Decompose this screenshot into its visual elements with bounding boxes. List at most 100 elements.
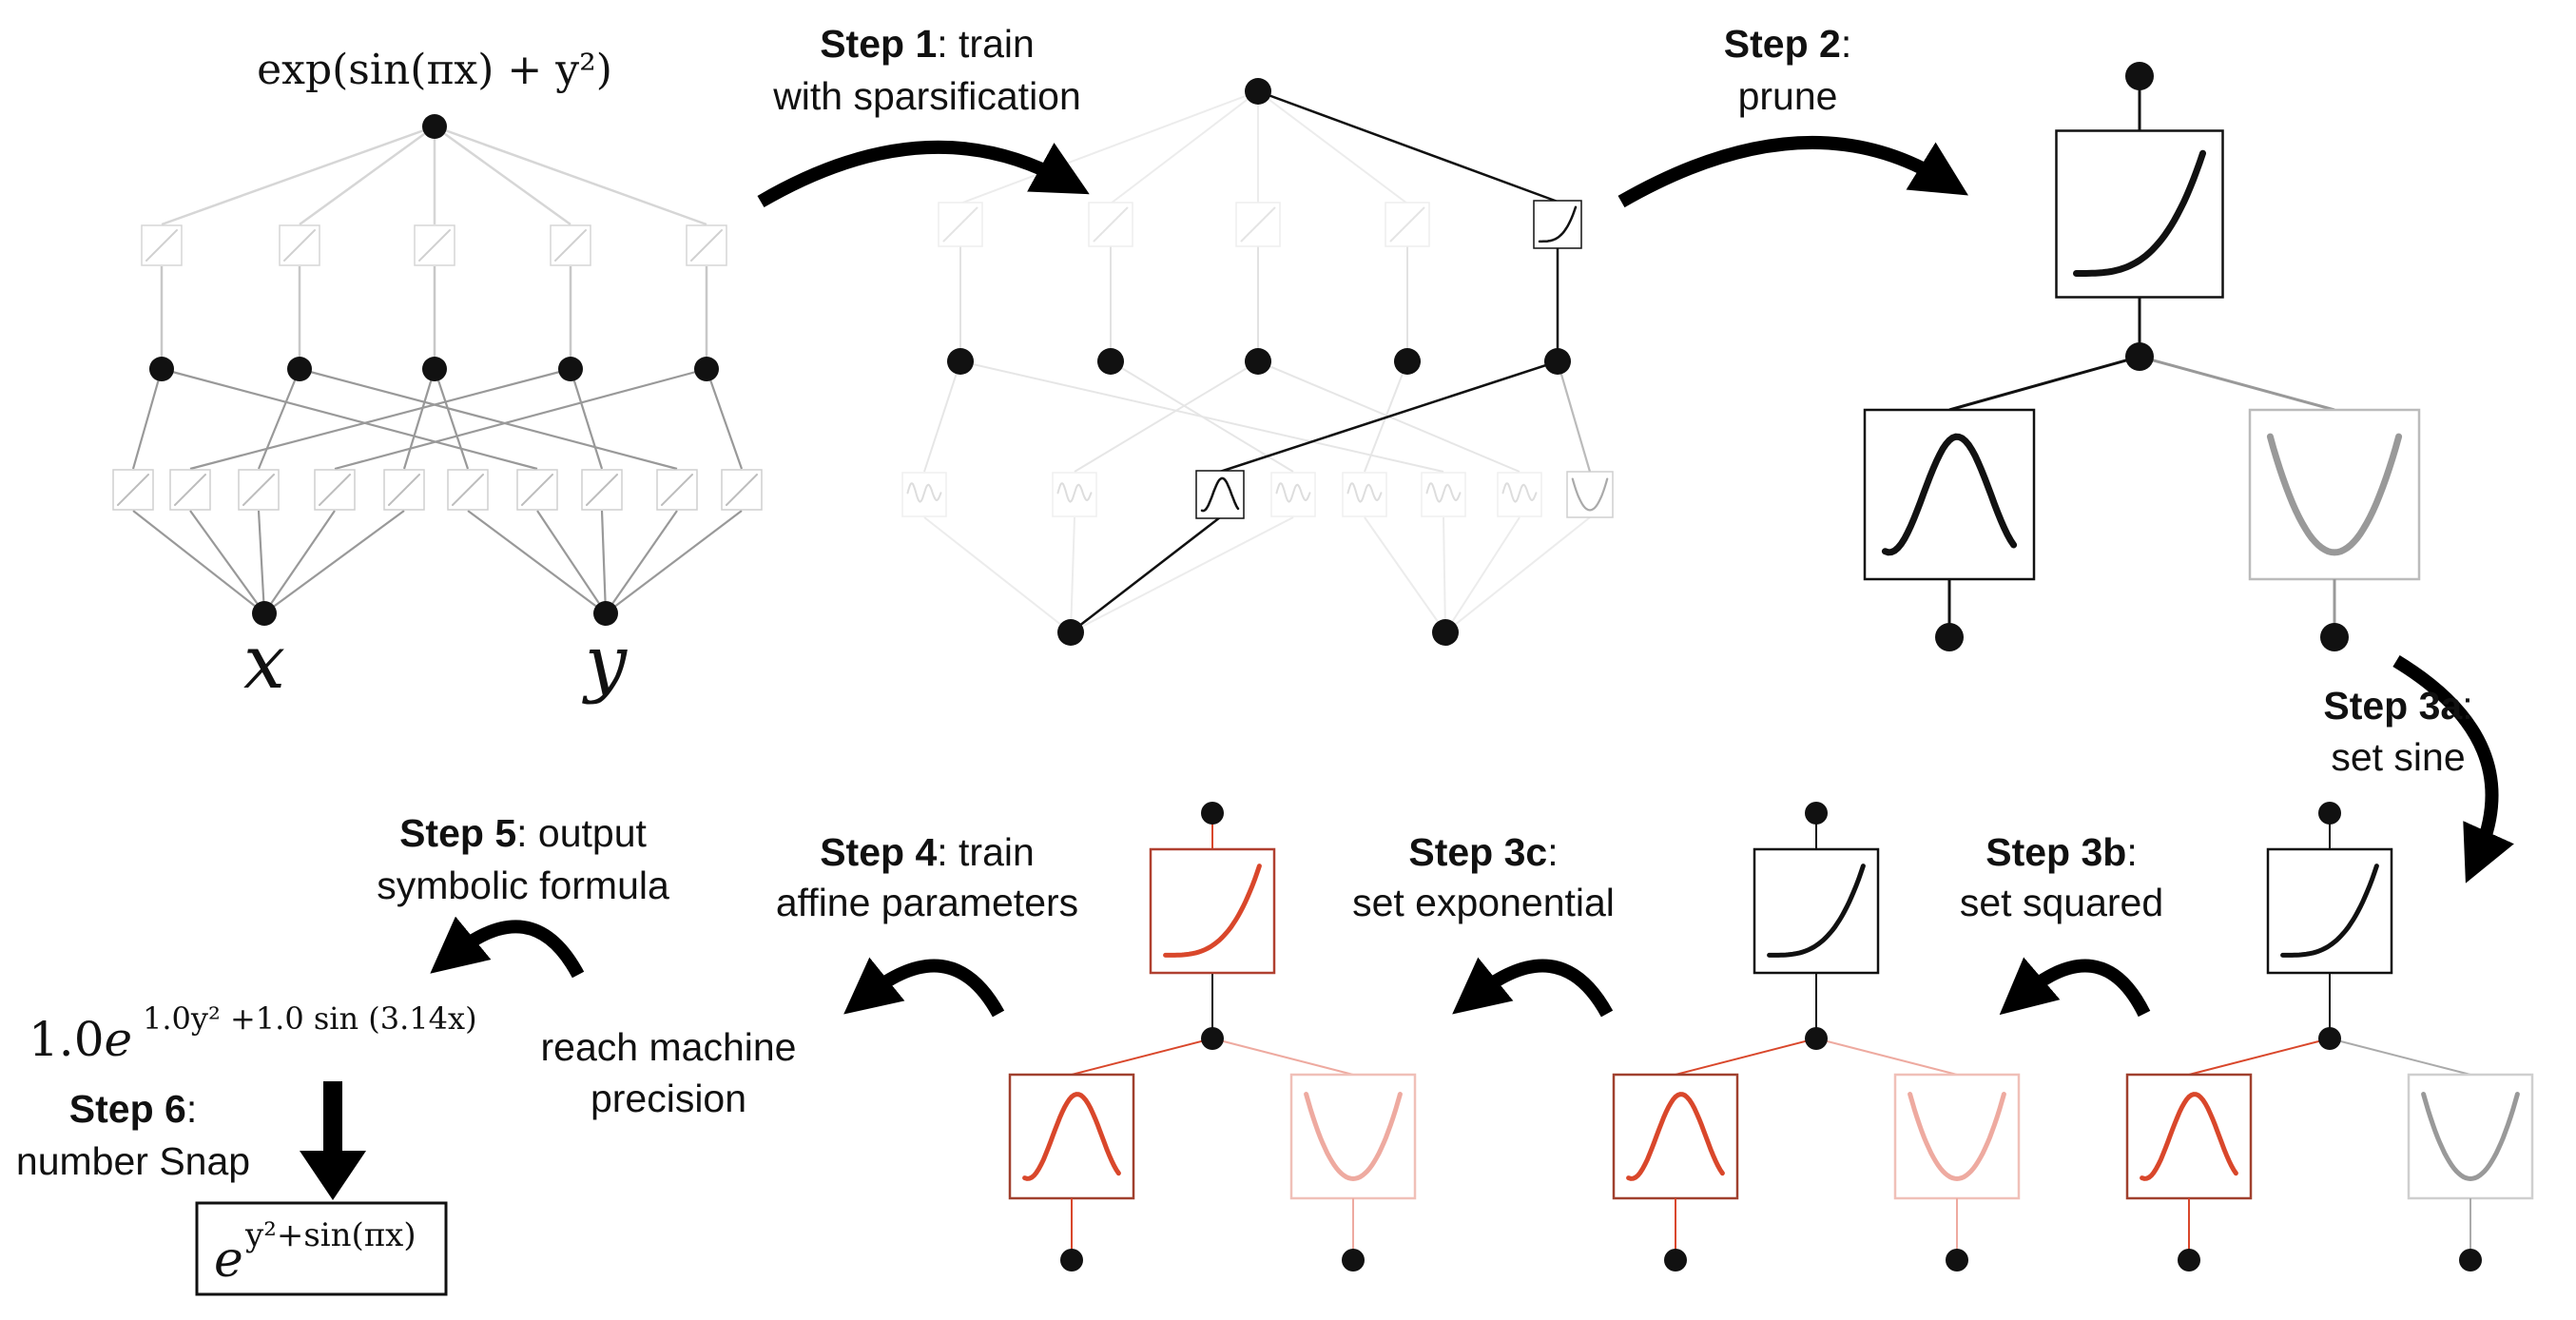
step2-title: Step 2 (1724, 22, 1841, 66)
edge (536, 510, 607, 614)
input-y-label: y (582, 620, 628, 706)
step3b-label: Step 3b: set squared (1960, 830, 2163, 924)
activation-frame (2266, 847, 2393, 975)
input-node (1060, 1249, 1083, 1271)
step3c-label: Step 3c: set exponential (1352, 830, 1615, 924)
hidden-node (558, 357, 583, 381)
input-node (593, 601, 618, 626)
hidden-node (1097, 348, 1124, 375)
input-node (1432, 619, 1459, 646)
network-set-exponential (1008, 802, 1417, 1271)
activation-box (1289, 1073, 1417, 1200)
arrow-step2 (1617, 135, 1968, 208)
step4-title: Step 4 (820, 830, 937, 874)
edge (434, 125, 707, 226)
activation-box (2055, 129, 2224, 299)
input-node (2178, 1249, 2200, 1271)
edge (959, 90, 1259, 204)
step3a-title: Step 3a (2323, 684, 2463, 728)
activation-box (1052, 472, 1097, 517)
edge (1070, 516, 1075, 633)
hidden-node (287, 357, 312, 381)
edge (1110, 90, 1259, 204)
activation-box (1893, 1073, 2021, 1200)
arrow-step3b (1999, 957, 2151, 1018)
hidden-node (2318, 1027, 2341, 1050)
edge (402, 368, 436, 470)
activation-box (2407, 1073, 2534, 1200)
activation-curve (1304, 1092, 1403, 1182)
step3c-title: Step 3c (1408, 830, 1547, 874)
activation-curve (1538, 205, 1578, 243)
arrow-step1 (757, 140, 1090, 208)
network-set-sine (2125, 802, 2534, 1271)
activation-curve (521, 474, 553, 506)
step3b-title-rest: : (2126, 830, 2137, 874)
edge (1364, 516, 1446, 633)
arrow-step3c (1452, 957, 1614, 1018)
activation-curve (452, 474, 484, 506)
activation-box (2266, 847, 2393, 975)
edge (923, 360, 961, 473)
activation-curve (2421, 1092, 2520, 1182)
edge (1948, 355, 2140, 412)
edge (299, 125, 436, 226)
svg-text:1.0e: 1.0e (29, 1012, 132, 1067)
pruned-kan-network (1863, 62, 2421, 651)
svg-text:Step 3c:: Step 3c: (1408, 830, 1558, 874)
step4-title-rest: : train (937, 830, 1035, 874)
arrow-step3a (2392, 655, 2514, 883)
step2-title-rest: : (1841, 22, 1851, 66)
edge (923, 516, 1072, 633)
activation-box (1385, 202, 1430, 247)
edge (257, 510, 266, 614)
step6-label: Step 6: number Snap (16, 1087, 250, 1183)
target-formula: exp(sin(πx) + y²) (257, 46, 612, 94)
activation-box (1149, 847, 1276, 975)
step5-label: Step 5: output symbolic formula (377, 811, 669, 907)
step5-title: Step 5 (399, 811, 516, 855)
step3a-desc: set sine (2331, 735, 2465, 779)
edge (189, 367, 571, 471)
step5-desc: symbolic formula (377, 864, 669, 907)
step1-desc: with sparsification (772, 74, 1081, 118)
input-node (1935, 623, 1964, 651)
final-formula-box (195, 1201, 448, 1296)
activation-box (721, 469, 763, 511)
arrow-step5 (430, 916, 585, 979)
activation-box (581, 469, 623, 511)
precision-line1: reach machine (541, 1025, 797, 1069)
step6-title-rest: : (186, 1087, 197, 1131)
edge (705, 368, 744, 470)
step2-desc: prune (1738, 74, 1838, 118)
hidden-node (694, 357, 719, 381)
activation-curve (554, 229, 587, 262)
activation-curve (388, 474, 420, 506)
hidden-node (1394, 348, 1421, 375)
edge (1675, 1038, 1817, 1076)
input-x-label: x (243, 620, 285, 706)
edge (600, 510, 608, 614)
activation-box (169, 469, 211, 511)
activation-curve (1346, 482, 1383, 503)
svg-text:Step 1: train: Step 1: train (820, 22, 1035, 66)
activation-curve (1501, 482, 1538, 503)
arrow-step6-head (300, 1151, 366, 1200)
edge (257, 368, 301, 470)
activation-box (1270, 472, 1316, 517)
activation-box (314, 469, 356, 511)
edge (2329, 1038, 2471, 1076)
raw-formula-base: e (105, 1012, 133, 1067)
edge (1257, 89, 1559, 204)
activation-box (686, 224, 727, 266)
activation-box (1533, 200, 1582, 249)
input-node (252, 601, 277, 626)
input-node (2320, 623, 2349, 651)
hidden-node (1245, 348, 1271, 375)
edge (1219, 359, 1559, 474)
edge (434, 125, 571, 226)
input-node (1946, 1249, 1968, 1271)
hidden-node (422, 357, 447, 381)
raw-formula-exponent: 1.0y² +1.0 sin (3.14x) (143, 1000, 477, 1037)
